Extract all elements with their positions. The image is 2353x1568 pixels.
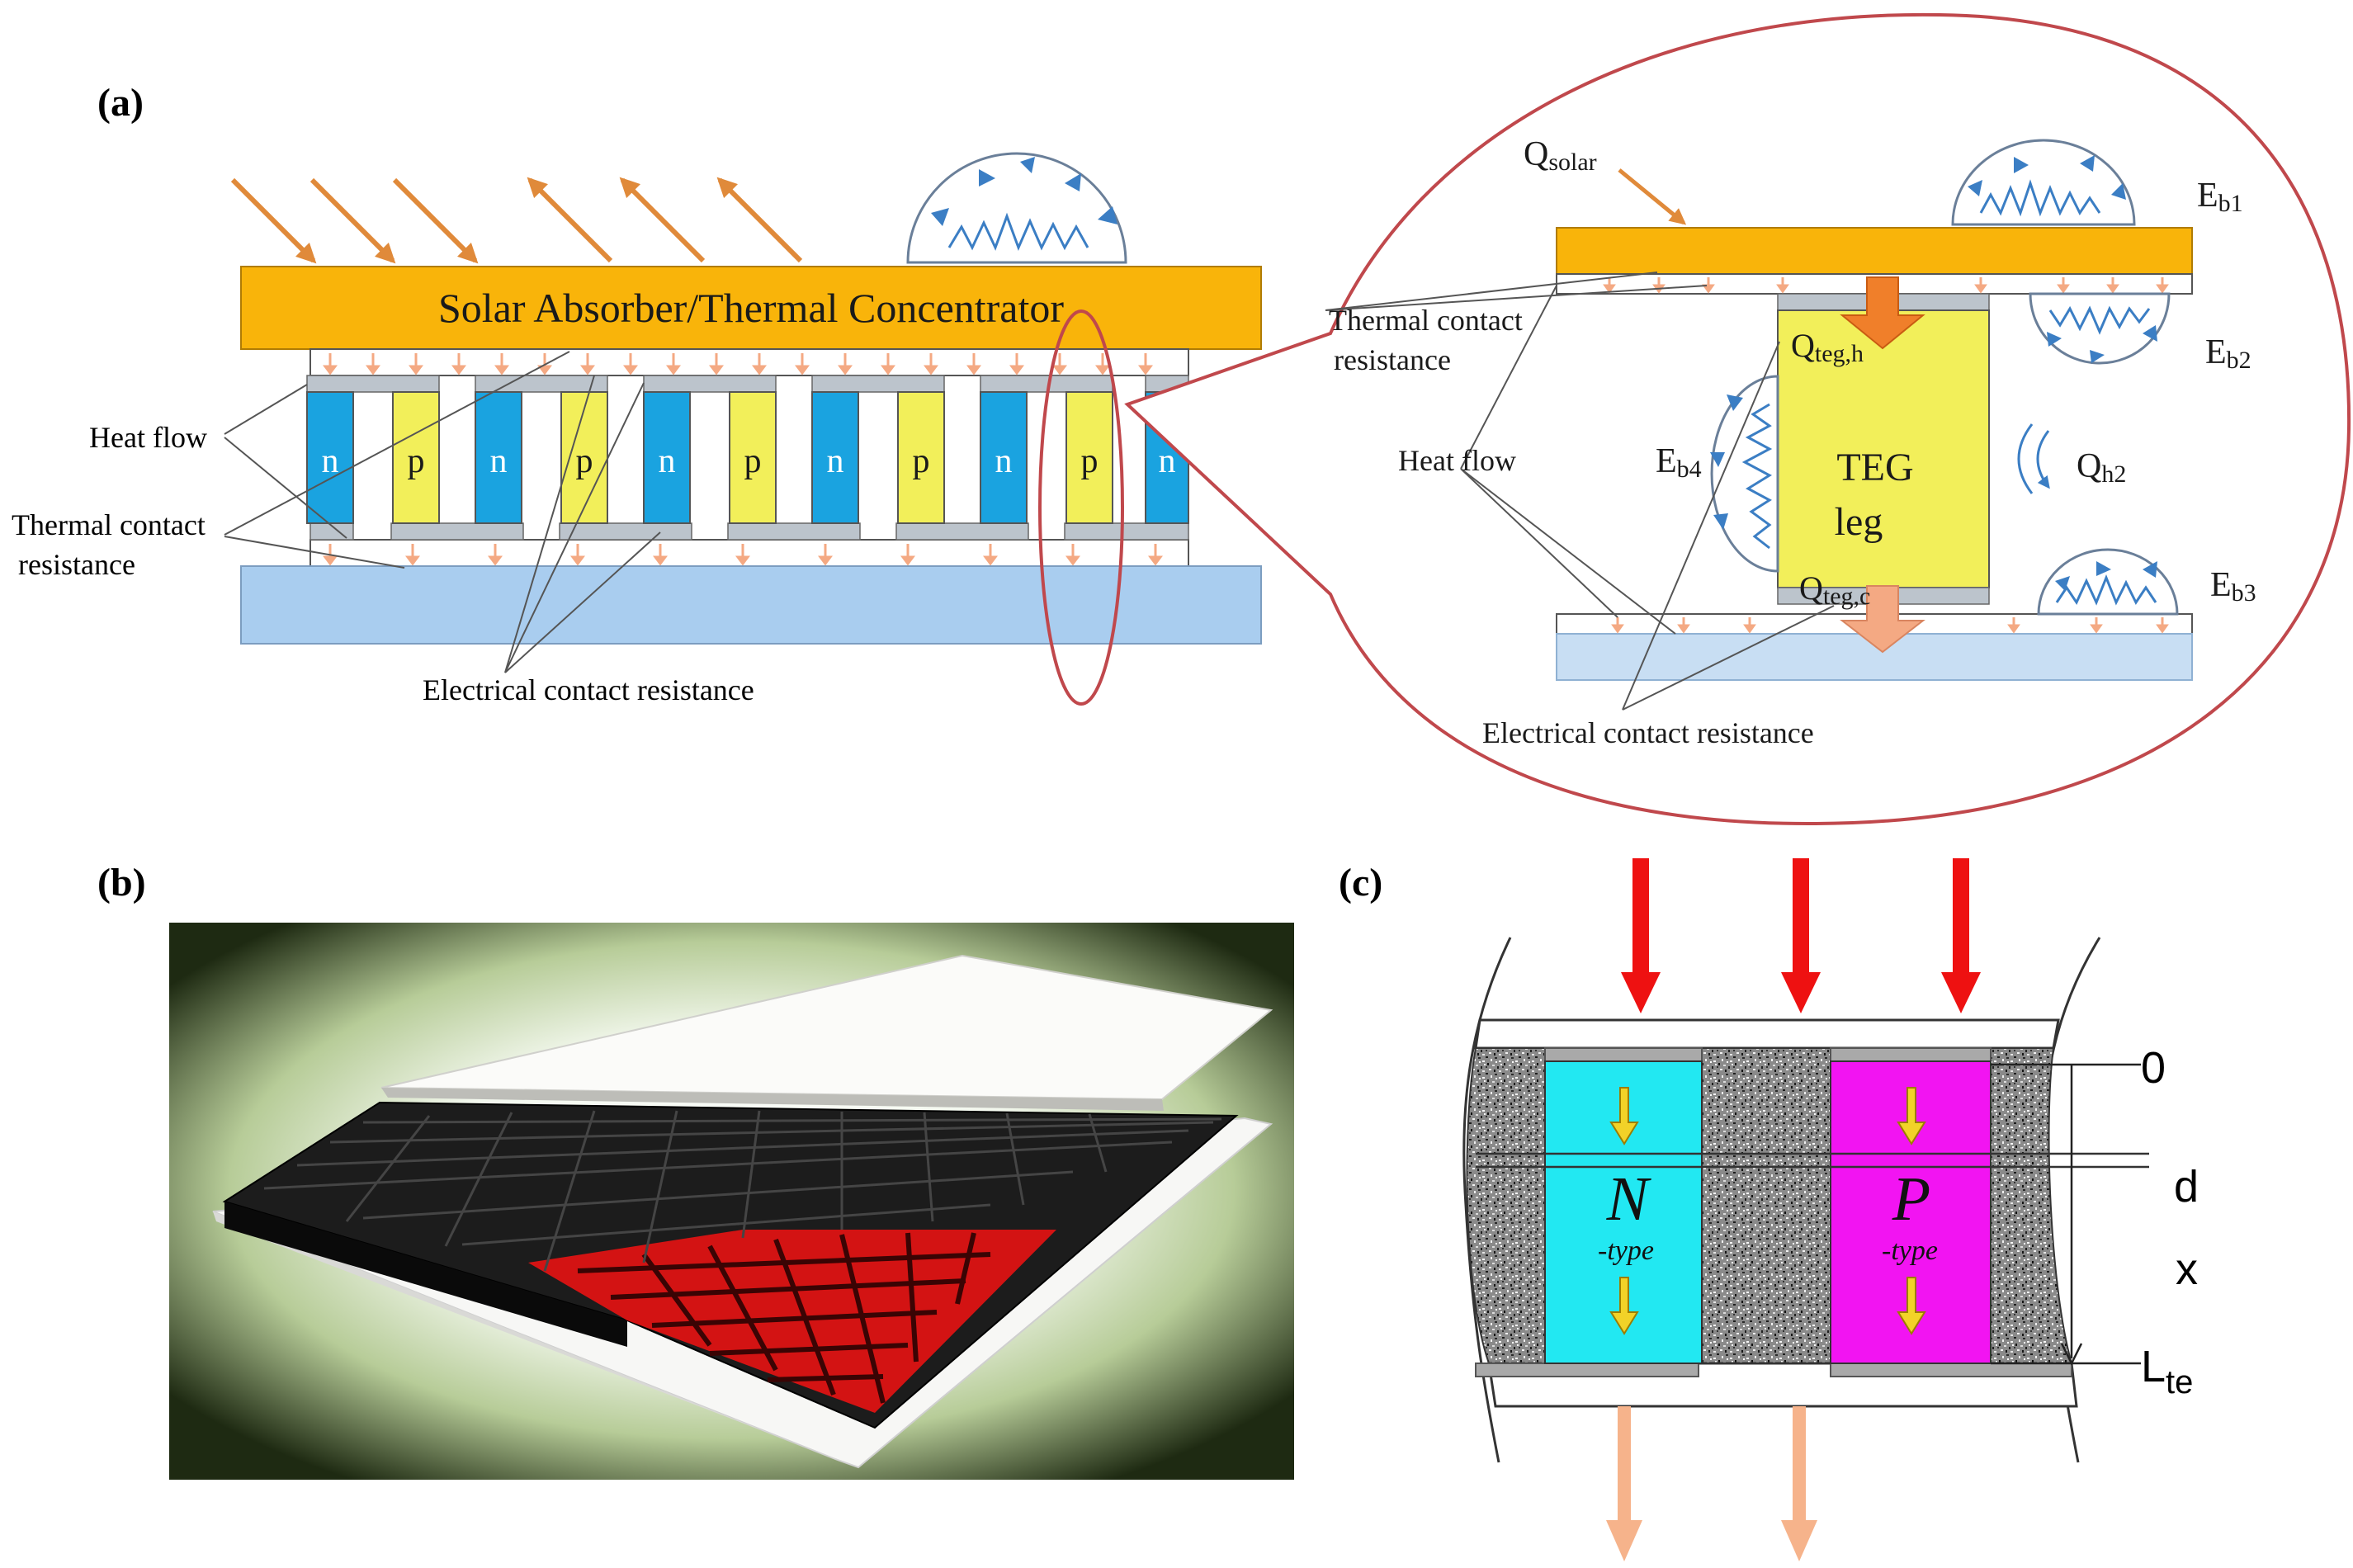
hot-flux-arrows xyxy=(1621,858,1981,1013)
bottom-contact-layer xyxy=(309,539,1189,567)
zoom-absorber xyxy=(1556,227,2193,275)
electrical-contact-label: Electrical contact resistance xyxy=(423,673,754,706)
teg-legs xyxy=(306,391,1189,524)
leader-lines-zoom xyxy=(1325,272,1835,711)
heat-flow-arrows-bottom xyxy=(323,544,1163,566)
p-type-label: -type xyxy=(1882,1235,1938,1266)
eb1-label: Eb1 xyxy=(2197,177,2243,217)
leg-p xyxy=(897,391,945,524)
top-contact-layer xyxy=(309,348,1189,376)
heat-sink xyxy=(240,565,1262,645)
leg-n xyxy=(980,391,1028,524)
thermal-contact-zoom-line1: Thermal contact xyxy=(1329,304,1523,337)
heat-flow-arrows-top xyxy=(323,353,1153,375)
module-grid xyxy=(263,1110,1222,1272)
leg-p xyxy=(1065,391,1113,524)
panel-b-render xyxy=(169,923,1294,1480)
q-teg-h-arrow xyxy=(1840,276,1925,350)
red-leg-grid xyxy=(577,1232,991,1404)
leg-label: p xyxy=(744,442,762,480)
q-teg-c-arrow xyxy=(1840,585,1925,654)
radiation-dome-eb3-icon xyxy=(2037,548,2179,616)
thermal-contact-label-line2: resistance xyxy=(18,548,135,581)
leg-label: p xyxy=(576,442,593,480)
panel-label-c: (c) xyxy=(1339,861,1382,904)
leg-label: p xyxy=(408,442,425,480)
leg-p xyxy=(392,391,440,524)
radiation-dome-icon xyxy=(906,152,1127,264)
axis-zero-label: 0 xyxy=(2141,1043,2166,1093)
leg-labels: n p n p n p n p n p n xyxy=(322,442,1176,480)
n-type-label: -type xyxy=(1598,1235,1654,1266)
zoom-heat-arrows xyxy=(1603,277,2169,634)
leg-heat-arrows xyxy=(1609,1087,1926,1335)
panel-label-b: (b) xyxy=(97,861,146,904)
teg-label-line2: leg xyxy=(1835,500,1883,544)
leg-label: n xyxy=(827,442,844,480)
coordinate-axis xyxy=(1991,1063,2141,1366)
q-solar-label: Qsolar xyxy=(1524,135,1597,176)
p-letter: P xyxy=(1892,1164,1930,1234)
q-h2-arcs xyxy=(2017,423,2050,494)
heat-flow-label: Heat flow xyxy=(89,421,207,454)
panel-a-module: Solar Absorber/Thermal Concentrator xyxy=(12,152,1262,706)
panel-c-schematic: N -type P -type 0 d x Lte xyxy=(1462,858,2199,1561)
axis-l-label: Lte xyxy=(2141,1342,2193,1400)
panel-label-a: (a) xyxy=(97,81,144,125)
cold-flux-arrows xyxy=(1606,1406,1817,1561)
leg-label: p xyxy=(913,442,930,480)
leg-label: n xyxy=(322,442,339,480)
thermal-contact-label-line1: Thermal contact xyxy=(12,508,206,541)
radiation-dome-eb2-icon xyxy=(2029,292,2171,365)
leg-p xyxy=(729,391,777,524)
leg-label: n xyxy=(659,442,676,480)
axis-x-label: x xyxy=(2176,1244,2198,1294)
leg-label: n xyxy=(490,442,508,480)
n-letter: N xyxy=(1606,1164,1652,1234)
absorber-label: Solar Absorber/Thermal Concentrator xyxy=(438,285,1064,331)
q-teg-h-label: Qteg,h xyxy=(1791,327,1864,367)
eb3-label: Eb3 xyxy=(2210,566,2256,607)
zoom-labels: Qsolar Thermal contact resistance Heat f… xyxy=(1329,135,2256,749)
leg-n xyxy=(643,391,691,524)
axis-d-label: d xyxy=(2174,1162,2199,1211)
bottom-electrodes xyxy=(309,522,1189,541)
eb4-label: Eb4 xyxy=(1656,442,1702,483)
eb2-label: Eb2 xyxy=(2205,333,2251,374)
radiation-dome-eb1-icon xyxy=(1951,139,2136,226)
solar-rays xyxy=(230,177,803,264)
leg-n xyxy=(811,391,859,524)
leg-label: n xyxy=(1159,442,1176,480)
q-teg-c-label: Qteg,c xyxy=(1799,569,1870,610)
leg-label: p xyxy=(1081,442,1099,480)
leader-lines-a xyxy=(224,351,661,673)
top-electrodes xyxy=(306,375,1189,393)
panel-a-zoom: Qsolar Thermal contact resistance Heat f… xyxy=(1124,12,2351,826)
leg-n xyxy=(306,391,354,524)
q-solar-arrow xyxy=(1618,168,1687,225)
qh2-label: Qh2 xyxy=(2077,447,2126,488)
thermal-contact-zoom-line2: resistance xyxy=(1334,343,1451,376)
radiation-dome-eb4-icon xyxy=(1710,375,1779,573)
top-substrate xyxy=(1474,1018,2060,1050)
zoom-highlight-ellipse xyxy=(1038,309,1124,706)
electrical-contact-zoom-label: Electrical contact resistance xyxy=(1482,716,1814,749)
heat-flow-zoom-label: Heat flow xyxy=(1398,444,1516,477)
zoom-teg-leg xyxy=(1777,309,1990,588)
teg-label-line1: TEG xyxy=(1836,446,1913,489)
leg-label: n xyxy=(995,442,1013,480)
leg-n xyxy=(475,391,522,524)
solar-absorber xyxy=(240,266,1262,350)
left-wavy-boundary xyxy=(1462,937,1512,1463)
c-electrodes xyxy=(1475,1047,2072,1377)
